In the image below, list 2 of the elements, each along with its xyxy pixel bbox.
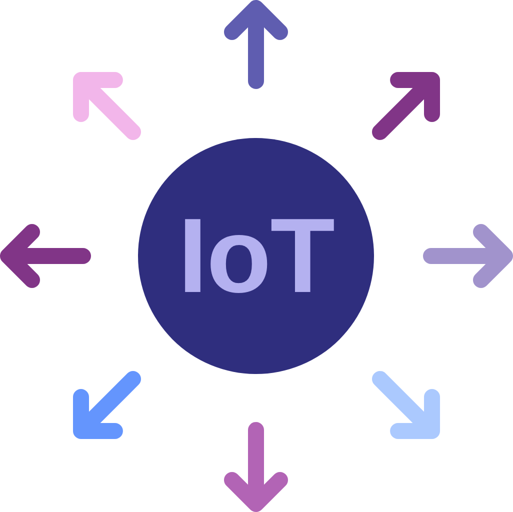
node-label: IoT bbox=[178, 203, 334, 309]
circle-node bbox=[138, 138, 374, 374]
